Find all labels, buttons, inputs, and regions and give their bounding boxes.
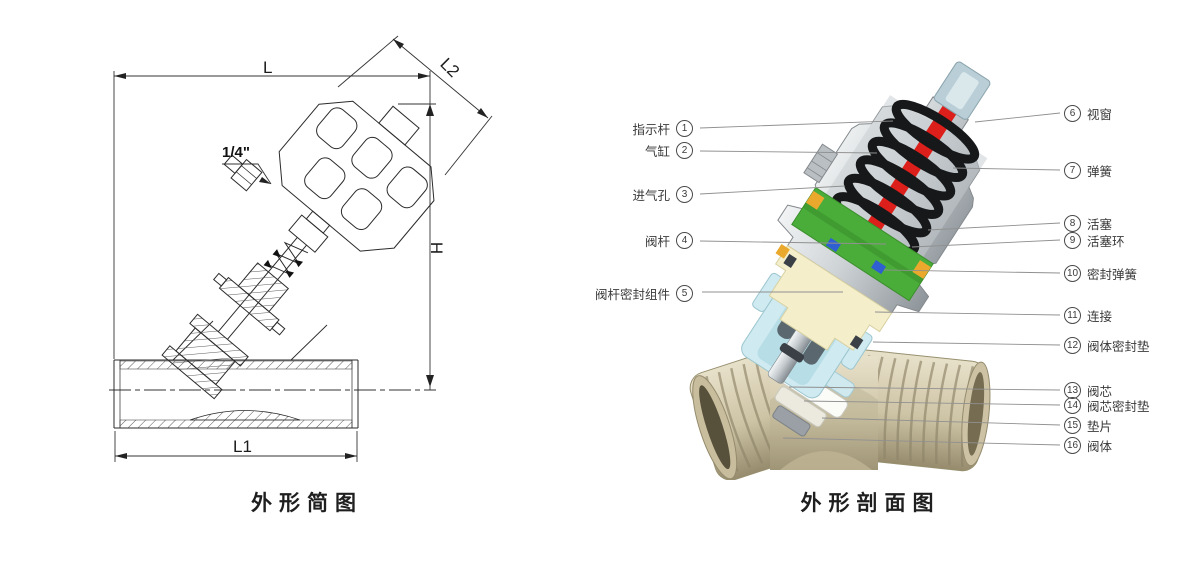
part-label-text: 活塞环 xyxy=(1087,234,1125,249)
dim-l-label: L xyxy=(263,58,273,77)
part-label-text: 指示杆 xyxy=(632,122,670,137)
part-label-text: 阀杆 xyxy=(644,234,670,249)
part-label-sight-window: 6 视窗 xyxy=(1064,104,1113,122)
outline-drawing-svg xyxy=(109,35,493,462)
part-number-badge: 2 xyxy=(676,141,693,159)
part-number-badge: 3 xyxy=(676,185,693,203)
part-number-badge: 6 xyxy=(1064,104,1081,122)
part-label-indicator-rod: 指示杆 1 xyxy=(632,119,693,137)
part-number-badge: 5 xyxy=(676,284,693,302)
part-label-connection: 11 连接 xyxy=(1064,306,1113,324)
part-label-text: 活塞 xyxy=(1087,217,1113,232)
part-number-badge: 10 xyxy=(1064,264,1081,282)
part-label-valve-body: 16 阀体 xyxy=(1064,436,1113,454)
dim-h-label: H xyxy=(427,241,447,255)
part-label-text: 连接 xyxy=(1087,309,1113,324)
part-label-stem: 阀杆 4 xyxy=(644,231,693,249)
dimension-lines xyxy=(109,35,493,462)
part-number-badge: 1 xyxy=(676,119,693,137)
part-label-piston: 8 活塞 xyxy=(1064,214,1113,232)
part-label-text: 视窗 xyxy=(1087,107,1113,122)
part-label-text: 阀体 xyxy=(1087,439,1113,454)
part-label-cylinder: 气缸 2 xyxy=(644,141,693,159)
part-number-badge: 12 xyxy=(1064,336,1081,354)
part-number-badge: 15 xyxy=(1064,416,1081,434)
part-number-badge: 16 xyxy=(1064,436,1081,454)
part-label-text: 垫片 xyxy=(1087,419,1113,434)
part-number-badge: 4 xyxy=(676,231,693,249)
valve-body-outline xyxy=(113,320,359,429)
caption-outline-figure: 外形简图 xyxy=(251,492,363,515)
dim-l1-label: L1 xyxy=(233,437,252,456)
actuator-outline xyxy=(161,100,435,400)
part-label-text: 阀芯密封垫 xyxy=(1087,399,1150,414)
part-number-badge: 14 xyxy=(1064,396,1081,414)
part-label-stem-seal: 阀杆密封组件 5 xyxy=(594,284,693,302)
part-label-piston-ring: 9 活塞环 xyxy=(1064,231,1125,249)
part-number-badge: 7 xyxy=(1064,161,1081,179)
part-label-text: 密封弹簧 xyxy=(1087,267,1138,282)
port-size-label: 1/4" xyxy=(222,144,250,161)
part-number-badge: 9 xyxy=(1064,231,1081,249)
part-label-text: 阀体密封垫 xyxy=(1087,339,1150,354)
part-label-text: 阀芯 xyxy=(1087,384,1113,399)
part-label-text: 弹簧 xyxy=(1087,164,1113,179)
part-label-seal-spring: 10 密封弹簧 xyxy=(1064,264,1138,282)
part-label-body-gasket: 12 阀体密封垫 xyxy=(1064,336,1150,354)
part-label-gasket: 15 垫片 xyxy=(1064,416,1113,434)
part-label-air-inlet: 进气孔 3 xyxy=(632,185,693,203)
part-number-badge: 8 xyxy=(1064,214,1081,232)
part-label-text: 阀杆密封组件 xyxy=(594,287,670,302)
part-label-text: 进气孔 xyxy=(632,188,670,203)
dimension-arrows xyxy=(114,39,488,459)
part-number-badge: 13 xyxy=(1064,381,1081,399)
part-label-text: 气缸 xyxy=(644,144,670,159)
caption-section-figure: 外形剖面图 xyxy=(800,492,941,515)
part-number-badge: 11 xyxy=(1064,306,1081,324)
part-label-core-gasket: 14 阀芯密封垫 xyxy=(1064,396,1150,414)
part-label-spring: 7 弹簧 xyxy=(1064,161,1113,179)
